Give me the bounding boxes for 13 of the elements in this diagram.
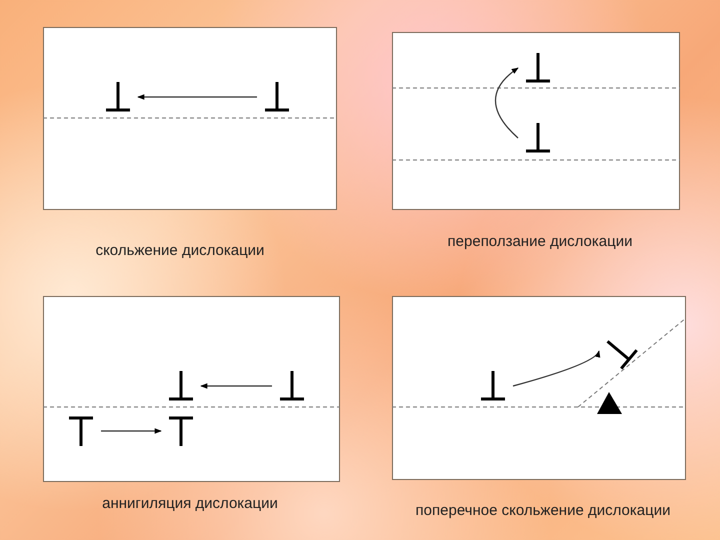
- arrow: [200, 383, 272, 389]
- arrow: [137, 94, 257, 100]
- arrow: [512, 350, 600, 387]
- diagram-panel: [392, 32, 680, 210]
- panel-caption: аннигиляция дислокации: [102, 495, 278, 512]
- diagram-panel: [392, 296, 686, 480]
- panel-caption: скольжение дислокации: [96, 242, 264, 259]
- arrow: [101, 428, 162, 434]
- panel-caption: переползание дислокации: [448, 233, 632, 250]
- diagram-panel: [43, 296, 340, 482]
- panel-caption: поперечное скольжение дислокации: [416, 502, 670, 519]
- arrow: [494, 68, 519, 138]
- diagram-panel: [43, 27, 337, 210]
